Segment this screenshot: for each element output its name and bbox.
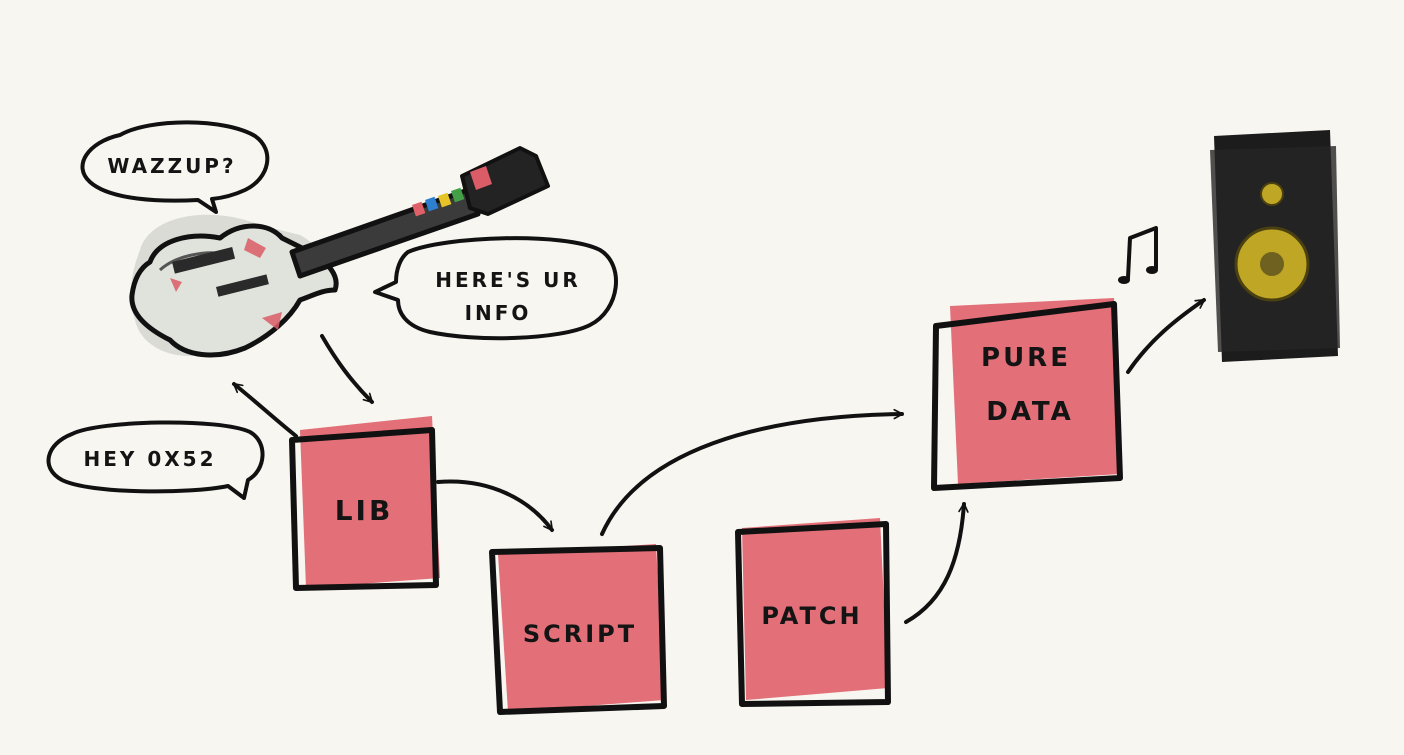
box-patch: PATCH (735, 518, 891, 707)
guitar-controller-icon (129, 146, 550, 358)
arrow-patch-to-pure-data (904, 502, 969, 624)
box-lib-label: LIB (335, 494, 394, 527)
box-lib: LIB (289, 416, 440, 591)
box-pure-data-label-1: PURE (981, 343, 1071, 373)
bubble-hey-0x52: HEY 0X52 (46, 420, 265, 500)
bubble-wazzup-text: WAZZUP? (107, 154, 236, 178)
box-script-label: SCRIPT (523, 620, 637, 648)
bubble-hey-text: HEY 0X52 (83, 447, 216, 471)
arrow-lib-to-guitar (232, 382, 298, 438)
bubble-heres-ur-info: HERE'S UR INFO (373, 236, 618, 341)
box-patch-label: PATCH (761, 602, 862, 630)
guitar-headstock (460, 146, 550, 216)
guitar-neck (289, 187, 481, 279)
speaker-icon (1210, 130, 1340, 362)
box-pure-data-label-2: DATA (986, 397, 1074, 427)
arrow-guitar-to-lib (320, 334, 374, 404)
tweeter (1260, 182, 1284, 206)
bubble-heres-text-2: INFO (465, 301, 532, 325)
box-script: SCRIPT (489, 544, 667, 715)
arrow-lib-to-script (436, 479, 554, 532)
arrow-script-to-pure-data (600, 408, 904, 536)
pickup (216, 274, 269, 297)
bubble-heres-text-1: HERE'S UR (435, 268, 581, 292)
woofer-center (1260, 252, 1284, 276)
arrow-pure-data-to-speaker (1126, 298, 1206, 374)
bubble-wazzup: WAZZUP? (80, 120, 270, 214)
pickup (172, 247, 236, 274)
music-note-icon (1118, 226, 1158, 284)
box-pure-data: PURE DATA (931, 298, 1123, 491)
